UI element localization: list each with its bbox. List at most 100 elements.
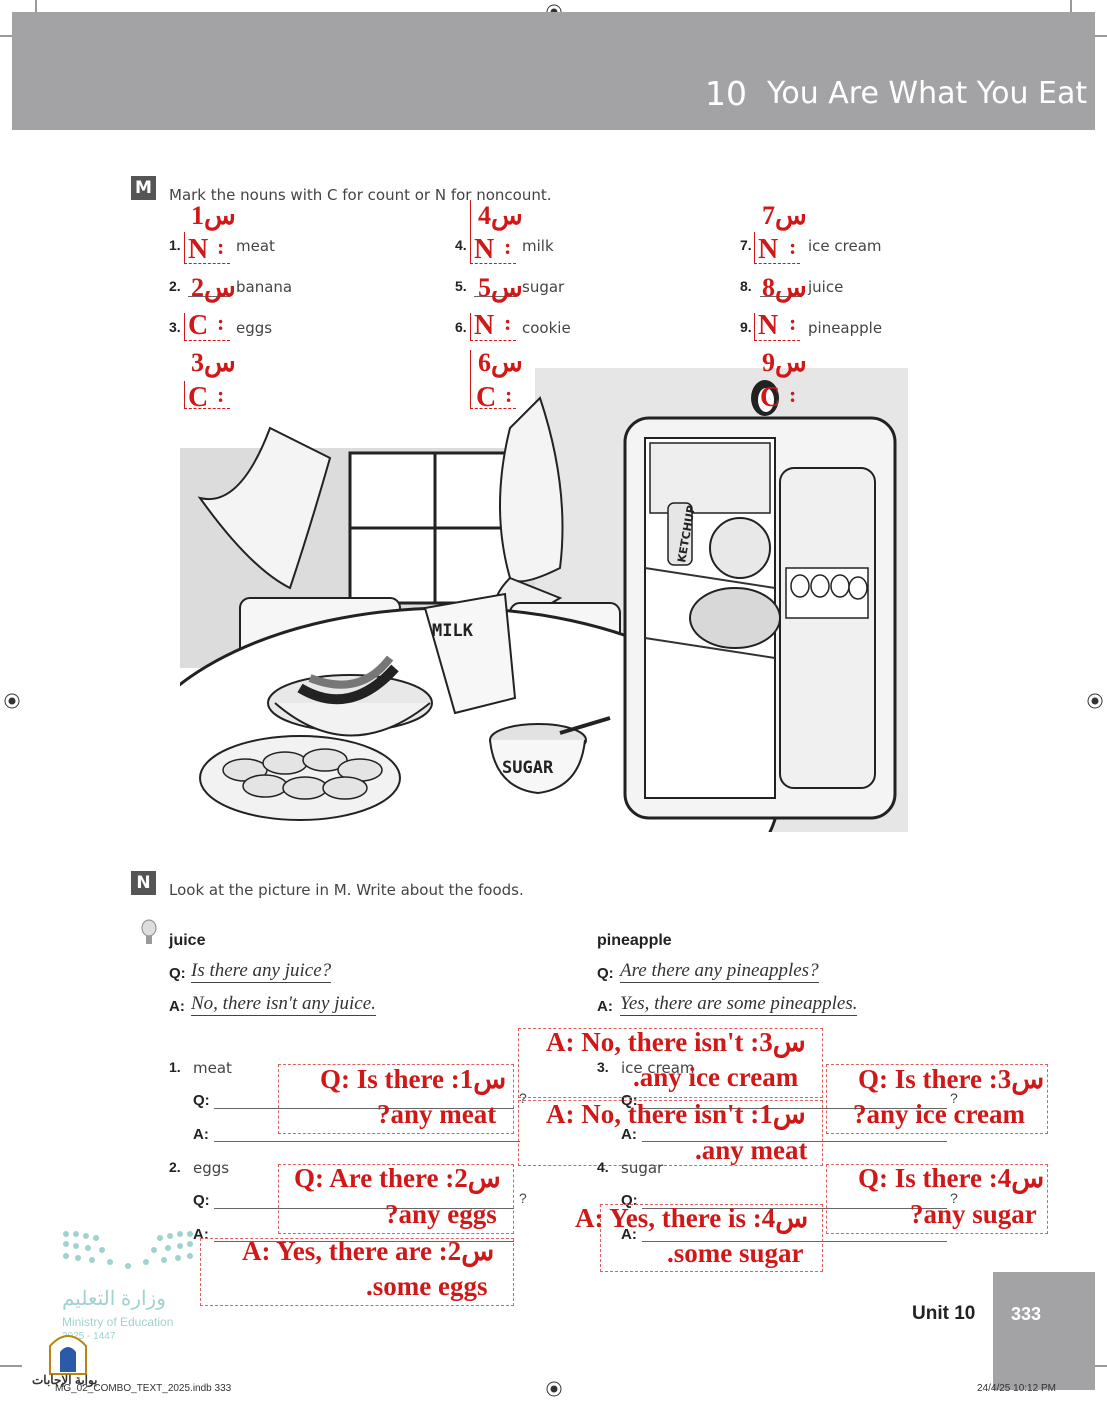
- item-number: 1.: [169, 1059, 181, 1075]
- answer-mark: N: [758, 234, 779, 265]
- item-number: 3.: [169, 319, 181, 335]
- answer-blank[interactable]: [754, 313, 800, 341]
- a-label: A:: [597, 998, 613, 1015]
- page-number: 333: [1011, 1304, 1042, 1324]
- noun-word: ice cream: [808, 237, 882, 255]
- red-answer: A: Yes, there are :2س: [242, 1236, 495, 1266]
- a-label: A:: [621, 1126, 637, 1143]
- ministry-logo-dots: [63, 1231, 193, 1269]
- ministry-name-ar: وزارة التعليم: [62, 1288, 166, 1310]
- noun-word: banana: [236, 278, 293, 296]
- portal-name: بوابة الإجابات: [32, 1373, 98, 1387]
- question-line[interactable]: [642, 1108, 947, 1109]
- item-food: meat: [193, 1059, 232, 1077]
- a-label: A:: [193, 1126, 209, 1143]
- red-answer: .any meat: [695, 1135, 808, 1165]
- a-label: A:: [169, 998, 185, 1015]
- answer-mark: N: [474, 234, 495, 265]
- example-food: juice: [169, 932, 206, 949]
- question-tag: 3س: [191, 348, 236, 377]
- answer-blank[interactable]: [188, 296, 230, 297]
- red-question: ?any meat: [377, 1099, 497, 1129]
- red-answer: A: No, there isn't :1س: [546, 1099, 806, 1129]
- answer-blank[interactable]: [760, 296, 802, 297]
- item-number: 7.: [740, 237, 752, 253]
- kitchen-illustration: MILK SUGAR KETCHUP: [180, 368, 908, 832]
- answer-blank[interactable]: [184, 313, 230, 341]
- question-tag: 4س: [478, 201, 523, 230]
- noun-word: cookie: [522, 319, 571, 337]
- noun-word: juice: [808, 278, 844, 296]
- q-label: Q:: [597, 965, 614, 982]
- portal-logo-icon: [49, 1335, 87, 1375]
- question-line[interactable]: [642, 1208, 947, 1209]
- question-line[interactable]: [214, 1108, 514, 1109]
- red-question: Q: Is there :3س: [858, 1064, 1045, 1094]
- answer-mark: N: [188, 234, 209, 265]
- noun-word: meat: [236, 237, 275, 255]
- noun-word: sugar: [522, 278, 565, 296]
- noun-word: pineapple: [808, 319, 883, 337]
- section-m-instruction: Mark the nouns with C for count or N for…: [169, 186, 552, 204]
- item-number: 3.: [597, 1059, 609, 1075]
- section-n-letter: N: [131, 871, 156, 895]
- section-m-letter: M: [131, 176, 156, 200]
- unit-header: [12, 12, 1095, 130]
- red-question: ?any eggs: [385, 1199, 497, 1229]
- item-number: 9.: [740, 319, 752, 335]
- answer-mark: C: [760, 382, 781, 413]
- item-food: sugar: [621, 1159, 664, 1177]
- question-tag: 2س: [191, 273, 236, 302]
- answer-blank[interactable]: [754, 232, 800, 264]
- red-question: Q: Is there :4س: [858, 1163, 1045, 1193]
- item-number: 8.: [740, 278, 752, 294]
- question-tag: 8س: [762, 273, 807, 302]
- red-question: Q: Is there :1س: [320, 1064, 507, 1094]
- red-answer: A: Yes, there is :4س: [575, 1203, 809, 1233]
- example-answer: No, there isn't any juice.: [191, 993, 376, 1016]
- ministry-year: 2025 - 1447: [62, 1331, 116, 1342]
- answer-mark: C: [188, 382, 209, 413]
- answer-blank[interactable]: [470, 200, 516, 264]
- milk-label: MILK: [432, 621, 474, 641]
- answer-blank: [470, 350, 516, 409]
- example-answer: Yes, there are some pineapples.: [620, 993, 858, 1016]
- item-number: 5.: [455, 278, 467, 294]
- question-tag: 5س: [478, 273, 523, 302]
- item-number: 1.: [169, 237, 181, 253]
- answer-blank[interactable]: [474, 296, 516, 297]
- item-food: ice cream: [621, 1059, 695, 1077]
- item-number: 4.: [455, 237, 467, 253]
- answer-line[interactable]: [642, 1141, 947, 1142]
- question-tag: 1س: [191, 201, 236, 230]
- red-answer: .any ice cream: [633, 1062, 799, 1092]
- question-line[interactable]: [214, 1208, 514, 1209]
- date-info: 24/4/25 10:12 PM: [977, 1383, 1056, 1394]
- ministry-name-en: Ministry of Education: [62, 1315, 174, 1329]
- example-food: pineapple: [597, 932, 672, 949]
- answer-line[interactable]: [642, 1241, 947, 1242]
- answer-line[interactable]: [214, 1241, 514, 1242]
- question-tag: 9س: [762, 348, 807, 377]
- answer-line[interactable]: [214, 1141, 520, 1142]
- answer-blank: [184, 381, 230, 409]
- answer-mark: C: [188, 310, 209, 341]
- example-question: Is there any juice?: [191, 960, 332, 983]
- noun-word: eggs: [236, 319, 273, 337]
- item-number: 2.: [169, 1159, 181, 1175]
- sugar-label: SUGAR: [502, 758, 554, 778]
- red-answer: .some sugar: [667, 1238, 804, 1268]
- item-number: 4.: [597, 1159, 609, 1175]
- answer-blank[interactable]: [470, 313, 516, 341]
- red-answer: A: No, there isn't :3س: [546, 1027, 806, 1057]
- unit-number: 10: [705, 74, 747, 113]
- lightbulb-icon: [141, 919, 157, 944]
- q-label: Q:: [193, 1192, 210, 1209]
- a-label: A:: [621, 1226, 637, 1243]
- answer-blank[interactable]: [184, 232, 230, 264]
- answer-mark: N: [474, 310, 495, 341]
- answer-mark: C: [476, 382, 497, 413]
- question-tag: 7س: [762, 201, 807, 230]
- q-label: Q:: [169, 965, 186, 982]
- red-question: ?any ice cream: [853, 1099, 1025, 1129]
